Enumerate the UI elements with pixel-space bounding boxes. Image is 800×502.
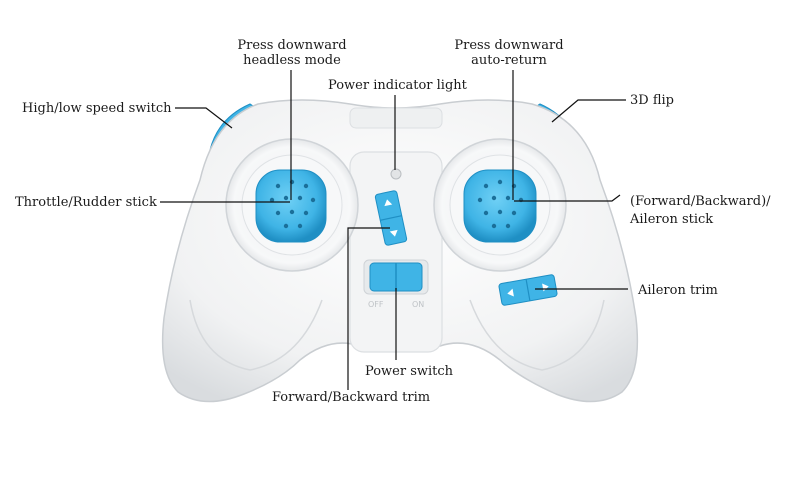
label-throttle-stick: Throttle/Rudder stick: [15, 195, 157, 210]
label-power-indicator: Power indicator light: [328, 78, 467, 93]
label-power-switch: Power switch: [365, 364, 454, 379]
label-speed-switch: High/low speed switch: [22, 101, 172, 116]
label-aileron-stick: (Forward/Backward)/ Aileron stick: [630, 194, 771, 227]
right-grip-contour: [469, 299, 605, 371]
label-aileron-stick-line2: Aileron stick: [630, 212, 714, 227]
switch-embossing-off: OFF: [368, 300, 384, 309]
right-stick: [463, 169, 537, 243]
label-headless-line1: Press downward: [237, 38, 347, 53]
fb-trim-button: [374, 190, 408, 246]
leader-lines: [160, 70, 628, 390]
aileron-trim-button: [498, 274, 558, 306]
leader-speed-switch: [175, 107, 233, 129]
label-auto-return: Press downward auto-return: [443, 38, 575, 68]
leader-fb-trim: [347, 227, 390, 390]
top-ridge: [349, 107, 443, 129]
label-autoreturn-line2: auto-return: [471, 53, 547, 68]
switch-embossing-on: ON: [412, 300, 424, 309]
label-fb-trim: Forward/Backward trim: [272, 390, 431, 405]
label-autoreturn-line1: Press downward: [454, 38, 564, 53]
power-indicator-light: [390, 168, 402, 180]
label-headless-line2: headless mode: [243, 53, 341, 68]
leader-3d-flip: [551, 99, 626, 123]
leader-aileron-stick: [514, 194, 621, 202]
left-grip-contour: [189, 299, 323, 371]
label-aileron-stick-line1: (Forward/Backward)/: [630, 194, 771, 209]
label-3d-flip: 3D flip: [630, 93, 674, 108]
label-aileron-trim: Aileron trim: [638, 283, 718, 298]
label-headless-mode: Press downward headless mode: [226, 38, 358, 68]
